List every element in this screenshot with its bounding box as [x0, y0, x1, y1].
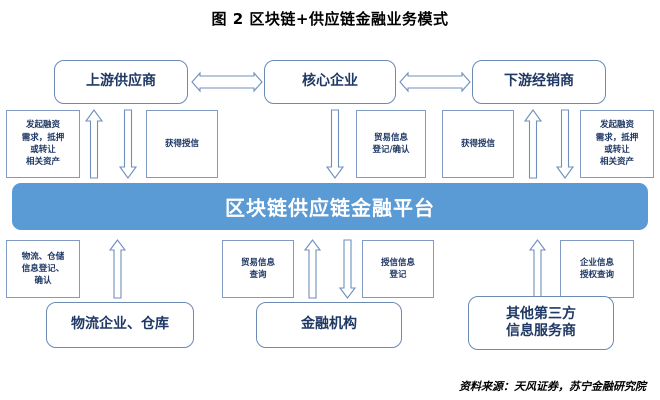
arrow-down-left-platform: [118, 109, 138, 179]
note-left-financing-request: 发起融资 需求，抵押 或转让 相关资产: [6, 110, 80, 178]
entity-logistics-warehouse[interactable]: 物流企业、仓库: [46, 302, 194, 348]
arrow-up-right-distributor: [523, 109, 543, 179]
entity-upstream-supplier[interactable]: 上游供应商: [54, 60, 188, 104]
blockchain-platform-bar[interactable]: 区块链供应链金融平台: [12, 183, 648, 230]
arrow-up-logistics-platform: [108, 239, 127, 299]
entity-financial-institution[interactable]: 金融机构: [256, 302, 402, 348]
note-credit-registration: 授信信息 登记: [362, 240, 434, 298]
arrow-up-left-supplier: [84, 109, 104, 179]
note-right-financing-request: 发起融资 需求，抵押 或转让 相关资产: [580, 110, 654, 178]
arrow-up-financial-platform: [303, 239, 322, 299]
arrow-down-platform-financial: [338, 239, 357, 299]
arrow-down-right-platform: [555, 109, 575, 179]
note-logistics-info: 物流、仓储 信息登记、 确认: [6, 240, 80, 298]
entity-core-enterprise[interactable]: 核心企业: [264, 60, 396, 104]
note-enterprise-auth-query: 企业信息 授权查询: [560, 240, 634, 298]
source-note: 资料来源：天风证券，苏宁金融研究院: [459, 380, 646, 393]
note-center-trade-info: 贸易信息 登记/确认: [356, 110, 426, 178]
arrow-down-core-platform: [325, 109, 345, 179]
arrow-supplier-core-bidirectional: [191, 71, 263, 93]
arrow-core-distributor-bidirectional: [399, 71, 471, 93]
entity-third-party-info-provider[interactable]: 其他第三方 信息服务商: [468, 296, 614, 350]
figure-title: 图 2 区块链+供应链金融业务模式: [211, 10, 449, 28]
note-left-credit-granted: 获得授信: [146, 110, 218, 178]
note-trade-query: 贸易信息 查询: [222, 240, 294, 298]
note-right-credit-granted: 获得授信: [442, 110, 514, 178]
arrow-up-thirdparty-platform: [528, 239, 547, 299]
entity-downstream-distributor[interactable]: 下游经销商: [472, 60, 606, 104]
